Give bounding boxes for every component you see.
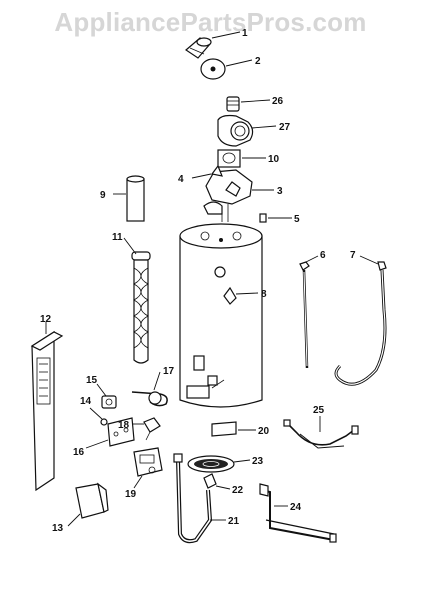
callout-14: 14 (80, 396, 92, 407)
part-23-burner[interactable] (187, 455, 235, 473)
callout-4: 4 (178, 174, 184, 185)
callout-23: 23 (252, 456, 264, 467)
part-1-vent-elbow[interactable] (185, 37, 212, 59)
part-2-disc[interactable] (200, 58, 226, 80)
part-27-blower[interactable] (217, 114, 254, 147)
part-5-nut[interactable] (259, 213, 267, 223)
callout-6: 6 (320, 250, 326, 261)
watermark-text: AppliancePartsPros.com (54, 7, 367, 37)
callout-5: 5 (294, 214, 300, 225)
part-8-relief-valve[interactable] (223, 286, 237, 305)
callout-1: 1 (242, 28, 248, 39)
part-16-bracket[interactable] (107, 417, 135, 447)
part-6-anode-rod[interactable] (299, 261, 310, 369)
part-14-screw[interactable] (100, 418, 108, 426)
callout-17: 17 (163, 366, 175, 377)
callout-7: 7 (350, 250, 356, 261)
callout-22: 22 (232, 485, 244, 496)
part-26-fitting[interactable] (226, 96, 240, 112)
callout-27: 27 (279, 122, 291, 133)
callout-13: 13 (52, 523, 64, 534)
callout-9: 9 (100, 190, 106, 201)
callout-15: 15 (86, 375, 98, 386)
callout-21: 21 (228, 516, 240, 527)
callout-16: 16 (73, 447, 85, 458)
part-19-gas-valve[interactable] (133, 447, 163, 477)
part-9-vent-pipe[interactable] (126, 175, 145, 222)
part-21-manifold-tube[interactable] (173, 453, 213, 544)
water-heater-tank[interactable] (179, 223, 263, 408)
part-3-draft-hood[interactable] (203, 169, 253, 222)
callout-18: 18 (118, 420, 130, 431)
callout-8: 8 (261, 289, 267, 300)
callout-10: 10 (268, 154, 280, 165)
part-18-igniter[interactable] (143, 417, 161, 441)
callout-11: 11 (112, 232, 123, 243)
part-12-access-door[interactable] (30, 330, 64, 492)
part-4-baffle-tip[interactable] (210, 164, 223, 177)
part-10-gasket[interactable] (217, 149, 241, 168)
part-20-clip[interactable] (211, 421, 237, 437)
part-7-flex-rod[interactable] (334, 261, 387, 386)
callout-2: 2 (255, 56, 261, 67)
callout-12: 12 (40, 314, 52, 325)
part-15-switch[interactable] (101, 395, 117, 409)
part-24-pilot-assembly[interactable] (259, 483, 337, 543)
part-11-flex-tube[interactable] (131, 251, 151, 364)
part-17-igniter-wire[interactable] (131, 391, 168, 407)
callout-26: 26 (272, 96, 284, 107)
callout-3: 3 (277, 186, 283, 197)
callout-19: 19 (125, 489, 137, 500)
callout-20: 20 (258, 426, 270, 437)
part-13-cover[interactable] (75, 482, 109, 519)
callout-25: 25 (313, 405, 325, 416)
part-25-wire-harness[interactable] (283, 419, 359, 449)
callout-24: 24 (290, 502, 302, 513)
part-22-orifice[interactable] (203, 473, 217, 489)
